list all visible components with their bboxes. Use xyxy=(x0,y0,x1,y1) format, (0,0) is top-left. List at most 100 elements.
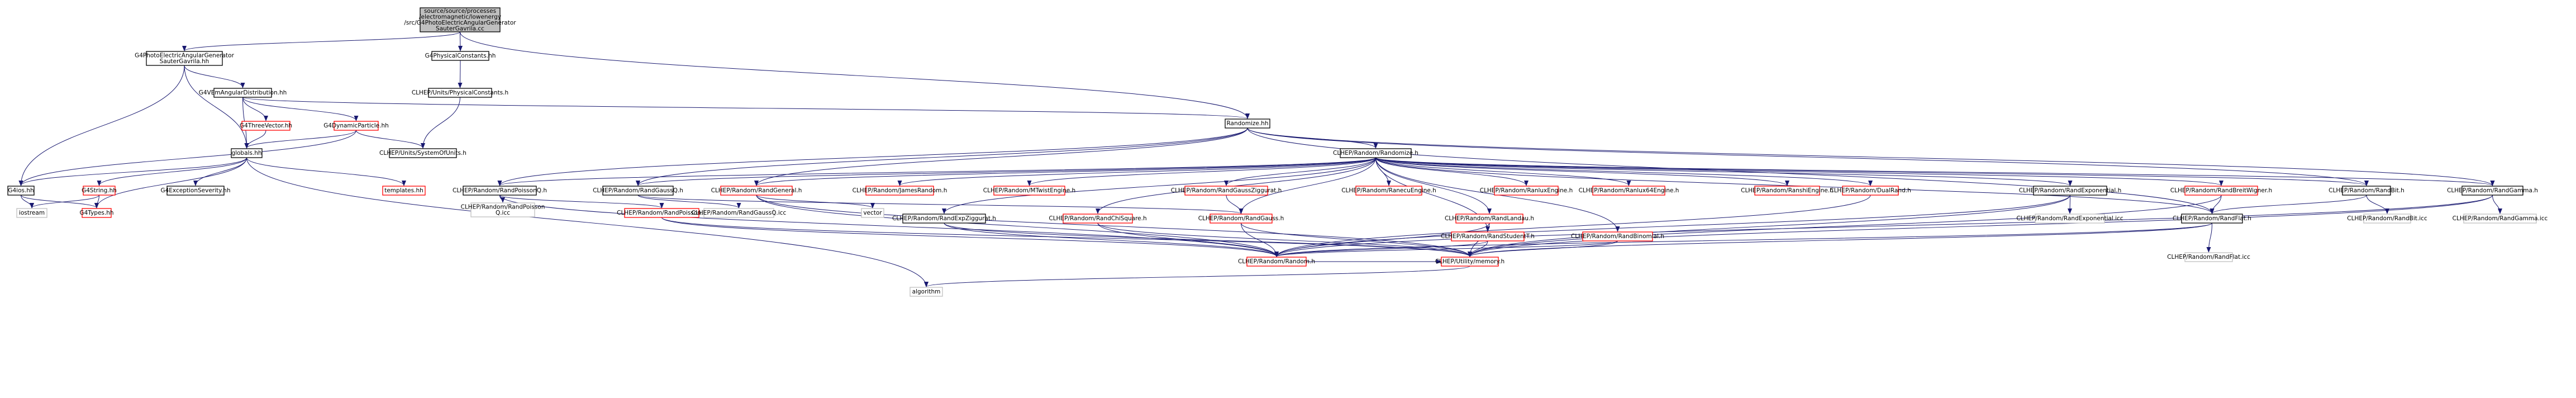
node-label: Q.icc xyxy=(496,210,510,216)
graph-node-globals[interactable]: globals.hh xyxy=(231,148,263,158)
graph-node-random_h[interactable]: CLHEP/Random/Random.h xyxy=(1238,257,1315,267)
graph-node-ranlux64[interactable]: CLHEP/Random/Ranlux64Engine.h xyxy=(1579,186,1679,196)
node-box xyxy=(1842,186,1899,196)
edge-randgeneral-to-random_h xyxy=(756,195,1279,257)
edge-randpoisson-to-memory_h xyxy=(661,217,1472,257)
graph-node-randbit_icc[interactable]: CLHEP/Random/RandBit.icc xyxy=(2347,214,2427,224)
node-box xyxy=(382,186,426,196)
graph-node-randlandau[interactable]: CLHEP/Random/RandLandau.h xyxy=(1445,214,1534,224)
graph-node-randbinomial[interactable]: CLHEP/Random/RandBinomial.h xyxy=(1571,231,1664,241)
node-label: iostream xyxy=(19,210,45,216)
graph-node-gaussq[interactable]: CLHEP/Random/RandGaussQ.h xyxy=(593,186,683,196)
node-box xyxy=(431,51,489,61)
edge-globals-to-g4types xyxy=(94,157,247,209)
node-label: G4VEmAngularDistribution.hh xyxy=(199,89,287,96)
graph-node-algorithm[interactable]: algorithm xyxy=(910,287,943,297)
node-label: G4Types.hh xyxy=(79,210,113,216)
node-label: algorithm xyxy=(912,288,941,295)
graph-node-units_physconst[interactable]: CLHEP/Units/PhysicalConstants.h xyxy=(412,88,508,98)
node-box xyxy=(1340,148,1412,158)
graph-node-sauter_hh[interactable]: G4PhotoElectricAngularGeneratorSauterGav… xyxy=(135,51,235,66)
graph-node-root[interactable]: source/source/processes/electromagnetic/… xyxy=(404,7,516,32)
edge-clhep_randomize-to-expzig xyxy=(942,157,1376,214)
graph-node-dynpart[interactable]: G4DynamicParticle.hh xyxy=(323,121,389,131)
edge-randbit-to-randflat xyxy=(2210,195,2367,214)
edge-clhep_randomize-to-randexp xyxy=(1375,157,2073,186)
graph-node-breitwigner[interactable]: CLHEP/Random/RandBreitWigner.h xyxy=(2170,186,2272,196)
graph-node-ranshi[interactable]: CLHEP/Random/RanshiEngine.h xyxy=(1741,186,1834,196)
node-label: CLHEP/Random/Random.h xyxy=(1238,258,1315,265)
node-box xyxy=(2035,214,2105,224)
graph-node-randomize[interactable]: Randomize.hh xyxy=(1225,119,1270,129)
graph-node-randgeneral[interactable]: CLHEP/Random/RandGeneral.h xyxy=(711,186,802,196)
graph-node-ranecu[interactable]: CLHEP/Random/RanecuEngine.h xyxy=(1341,186,1436,196)
edge-randomize-to-randflat xyxy=(1247,127,2215,214)
graph-node-mtwist[interactable]: CLHEP/Random/MTwistEngine.h xyxy=(983,186,1075,196)
graph-node-randbit[interactable]: CLHEP/Random/RandBit.h xyxy=(2329,186,2404,196)
node-label: CLHEP/Random/RandBinomial.h xyxy=(1571,233,1664,240)
graph-node-randflat[interactable]: CLHEP/Random/RandFlat.h xyxy=(2173,214,2251,224)
node-label: CLHEP/Random/RandPoisson.h xyxy=(617,210,707,216)
edge-randomize-to-randbit xyxy=(1247,127,2369,186)
node-box xyxy=(1754,186,1820,196)
node-label: CLHEP/Random/RandStudentT.h xyxy=(1441,233,1535,240)
node-label: /src/G4PhotoElectricAngularGenerator xyxy=(404,20,516,26)
graph-node-poissonq_icc[interactable]: CLHEP/Random/RandPoissonQ.icc xyxy=(461,202,545,217)
graph-node-expzig[interactable]: CLHEP/Random/RandExpZiggurat.h xyxy=(892,214,996,224)
graph-node-memory_h[interactable]: CLHEP/Utility/memory.h xyxy=(1435,257,1504,267)
edge-clhep_randomize-to-poissonq xyxy=(498,157,1376,186)
graph-node-dualrand[interactable]: CLHEP/Random/DualRand.h xyxy=(1830,186,1911,196)
graph-node-iostream[interactable]: iostream xyxy=(16,208,47,218)
edge-clhep_randomize-to-randbit xyxy=(1375,157,2369,186)
graph-node-vector[interactable]: vector xyxy=(861,208,884,218)
edge-physconst-to-units_physconst xyxy=(458,60,463,88)
graph-node-randpoisson[interactable]: CLHEP/Random/RandPoisson.h xyxy=(617,208,707,218)
node-box xyxy=(602,186,674,196)
graph-node-randchisq[interactable]: CLHEP/Random/RandChiSquare.h xyxy=(1049,214,1147,224)
node-label: templates.hh xyxy=(384,187,423,194)
graph-node-randexp_icc[interactable]: CLHEP/Random/RandExponential.icc xyxy=(2016,214,2123,224)
graph-node-randexp[interactable]: CLHEP/Random/RandExponential.h xyxy=(2019,186,2122,196)
node-box xyxy=(470,202,535,217)
graph-node-ranlux[interactable]: CLHEP/Random/RanluxEngine.h xyxy=(1480,186,1573,196)
graph-node-threevec[interactable]: G4ThreeVector.hh xyxy=(240,121,292,131)
graph-node-gausszig[interactable]: CLHEP/Random/RandGaussZiggurat.h xyxy=(1171,186,1282,196)
edge-clhep_randomize-to-ranlux64 xyxy=(1375,157,1631,186)
node-label: globals.hh xyxy=(231,150,261,157)
node-box xyxy=(910,287,943,297)
graph-node-randgamma_icc[interactable]: CLHEP/Random/RandGamma.icc xyxy=(2453,214,2548,224)
node-label: CLHEP/Random/RandLandau.h xyxy=(1445,215,1534,222)
node-box xyxy=(865,186,934,196)
graph-node-emang[interactable]: G4VEmAngularDistribution.hh xyxy=(199,88,287,98)
graph-node-randgamma[interactable]: CLHEP/Random/RandGamma.h xyxy=(2447,186,2538,196)
edge-globals-to-g4string xyxy=(97,157,247,186)
edge-randstudentt-to-random_h xyxy=(1274,240,1488,257)
graph-node-templates[interactable]: templates.hh xyxy=(382,186,426,196)
graph-node-physconst[interactable]: G4PhysicalConstants.hh xyxy=(425,51,496,61)
graph-node-clhep_randomize[interactable]: CLHEP/Random/Randomize.h xyxy=(1333,148,1418,158)
edge-gaussq-to-gaussq_icc xyxy=(637,195,741,209)
graph-node-poissonq[interactable]: CLHEP/Random/RandPoissonQ.h xyxy=(453,186,547,196)
node-label: CLHEP/Random/RandFlat.icc xyxy=(2167,254,2250,260)
graph-node-sysofunits[interactable]: CLHEP/Units/SystemOfUnits.h xyxy=(379,148,466,158)
graph-node-jamesrandom[interactable]: CLHEP/Random/JamesRandom.h xyxy=(853,186,947,196)
graph-node-g4string[interactable]: G4String.hh xyxy=(82,186,117,196)
node-label: CLHEP/Random/RandGaussQ.h xyxy=(593,187,683,194)
node-box xyxy=(334,121,379,131)
node-box xyxy=(231,148,263,158)
node-label: /electromagnetic/lowenergy xyxy=(419,13,501,20)
graph-node-g4except[interactable]: G4ExceptionSeverity.hh xyxy=(160,186,231,196)
edge-g4string-to-iostream xyxy=(30,195,99,209)
node-label: G4PhysicalConstants.hh xyxy=(425,53,496,59)
graph-node-g4types[interactable]: G4Types.hh xyxy=(79,208,114,218)
node-label: CLHEP/Random/RandGaussZiggurat.h xyxy=(1171,187,1282,194)
node-label: CLHEP/Random/DualRand.h xyxy=(1830,187,1911,194)
node-label: CLHEP/Random/RandGamma.h xyxy=(2447,187,2538,194)
graph-node-gaussq_icc[interactable]: CLHEP/Random/RandGaussQ.icc xyxy=(692,208,787,218)
edge-emang-to-randomize xyxy=(242,97,1250,119)
graph-node-randgauss[interactable]: CLHEP/Random/RandGauss.h xyxy=(1198,214,1284,224)
graph-node-randflat_icc[interactable]: CLHEP/Random/RandFlat.icc xyxy=(2167,252,2250,262)
graph-node-randstudentt[interactable]: CLHEP/Random/RandStudentT.h xyxy=(1441,231,1535,241)
node-label: vector xyxy=(863,210,882,216)
graph-node-g4ios[interactable]: G4ios.hh xyxy=(7,186,35,196)
